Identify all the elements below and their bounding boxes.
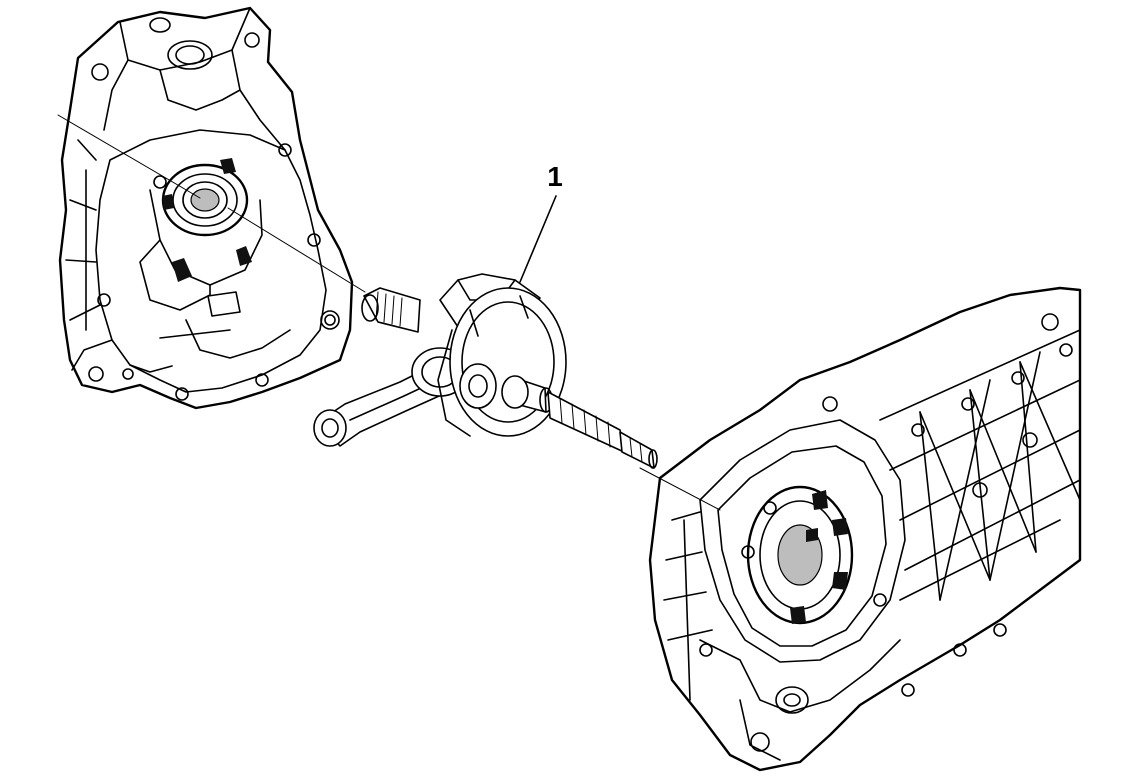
alignment-lines xyxy=(58,115,720,510)
right-crankcase-half xyxy=(650,288,1080,770)
left-crankcase-half xyxy=(60,8,352,408)
callout-1: 1 xyxy=(520,161,563,282)
crankshaft-assembly xyxy=(314,274,657,468)
callout-leader-line xyxy=(520,196,556,282)
callout-label: 1 xyxy=(547,161,563,192)
